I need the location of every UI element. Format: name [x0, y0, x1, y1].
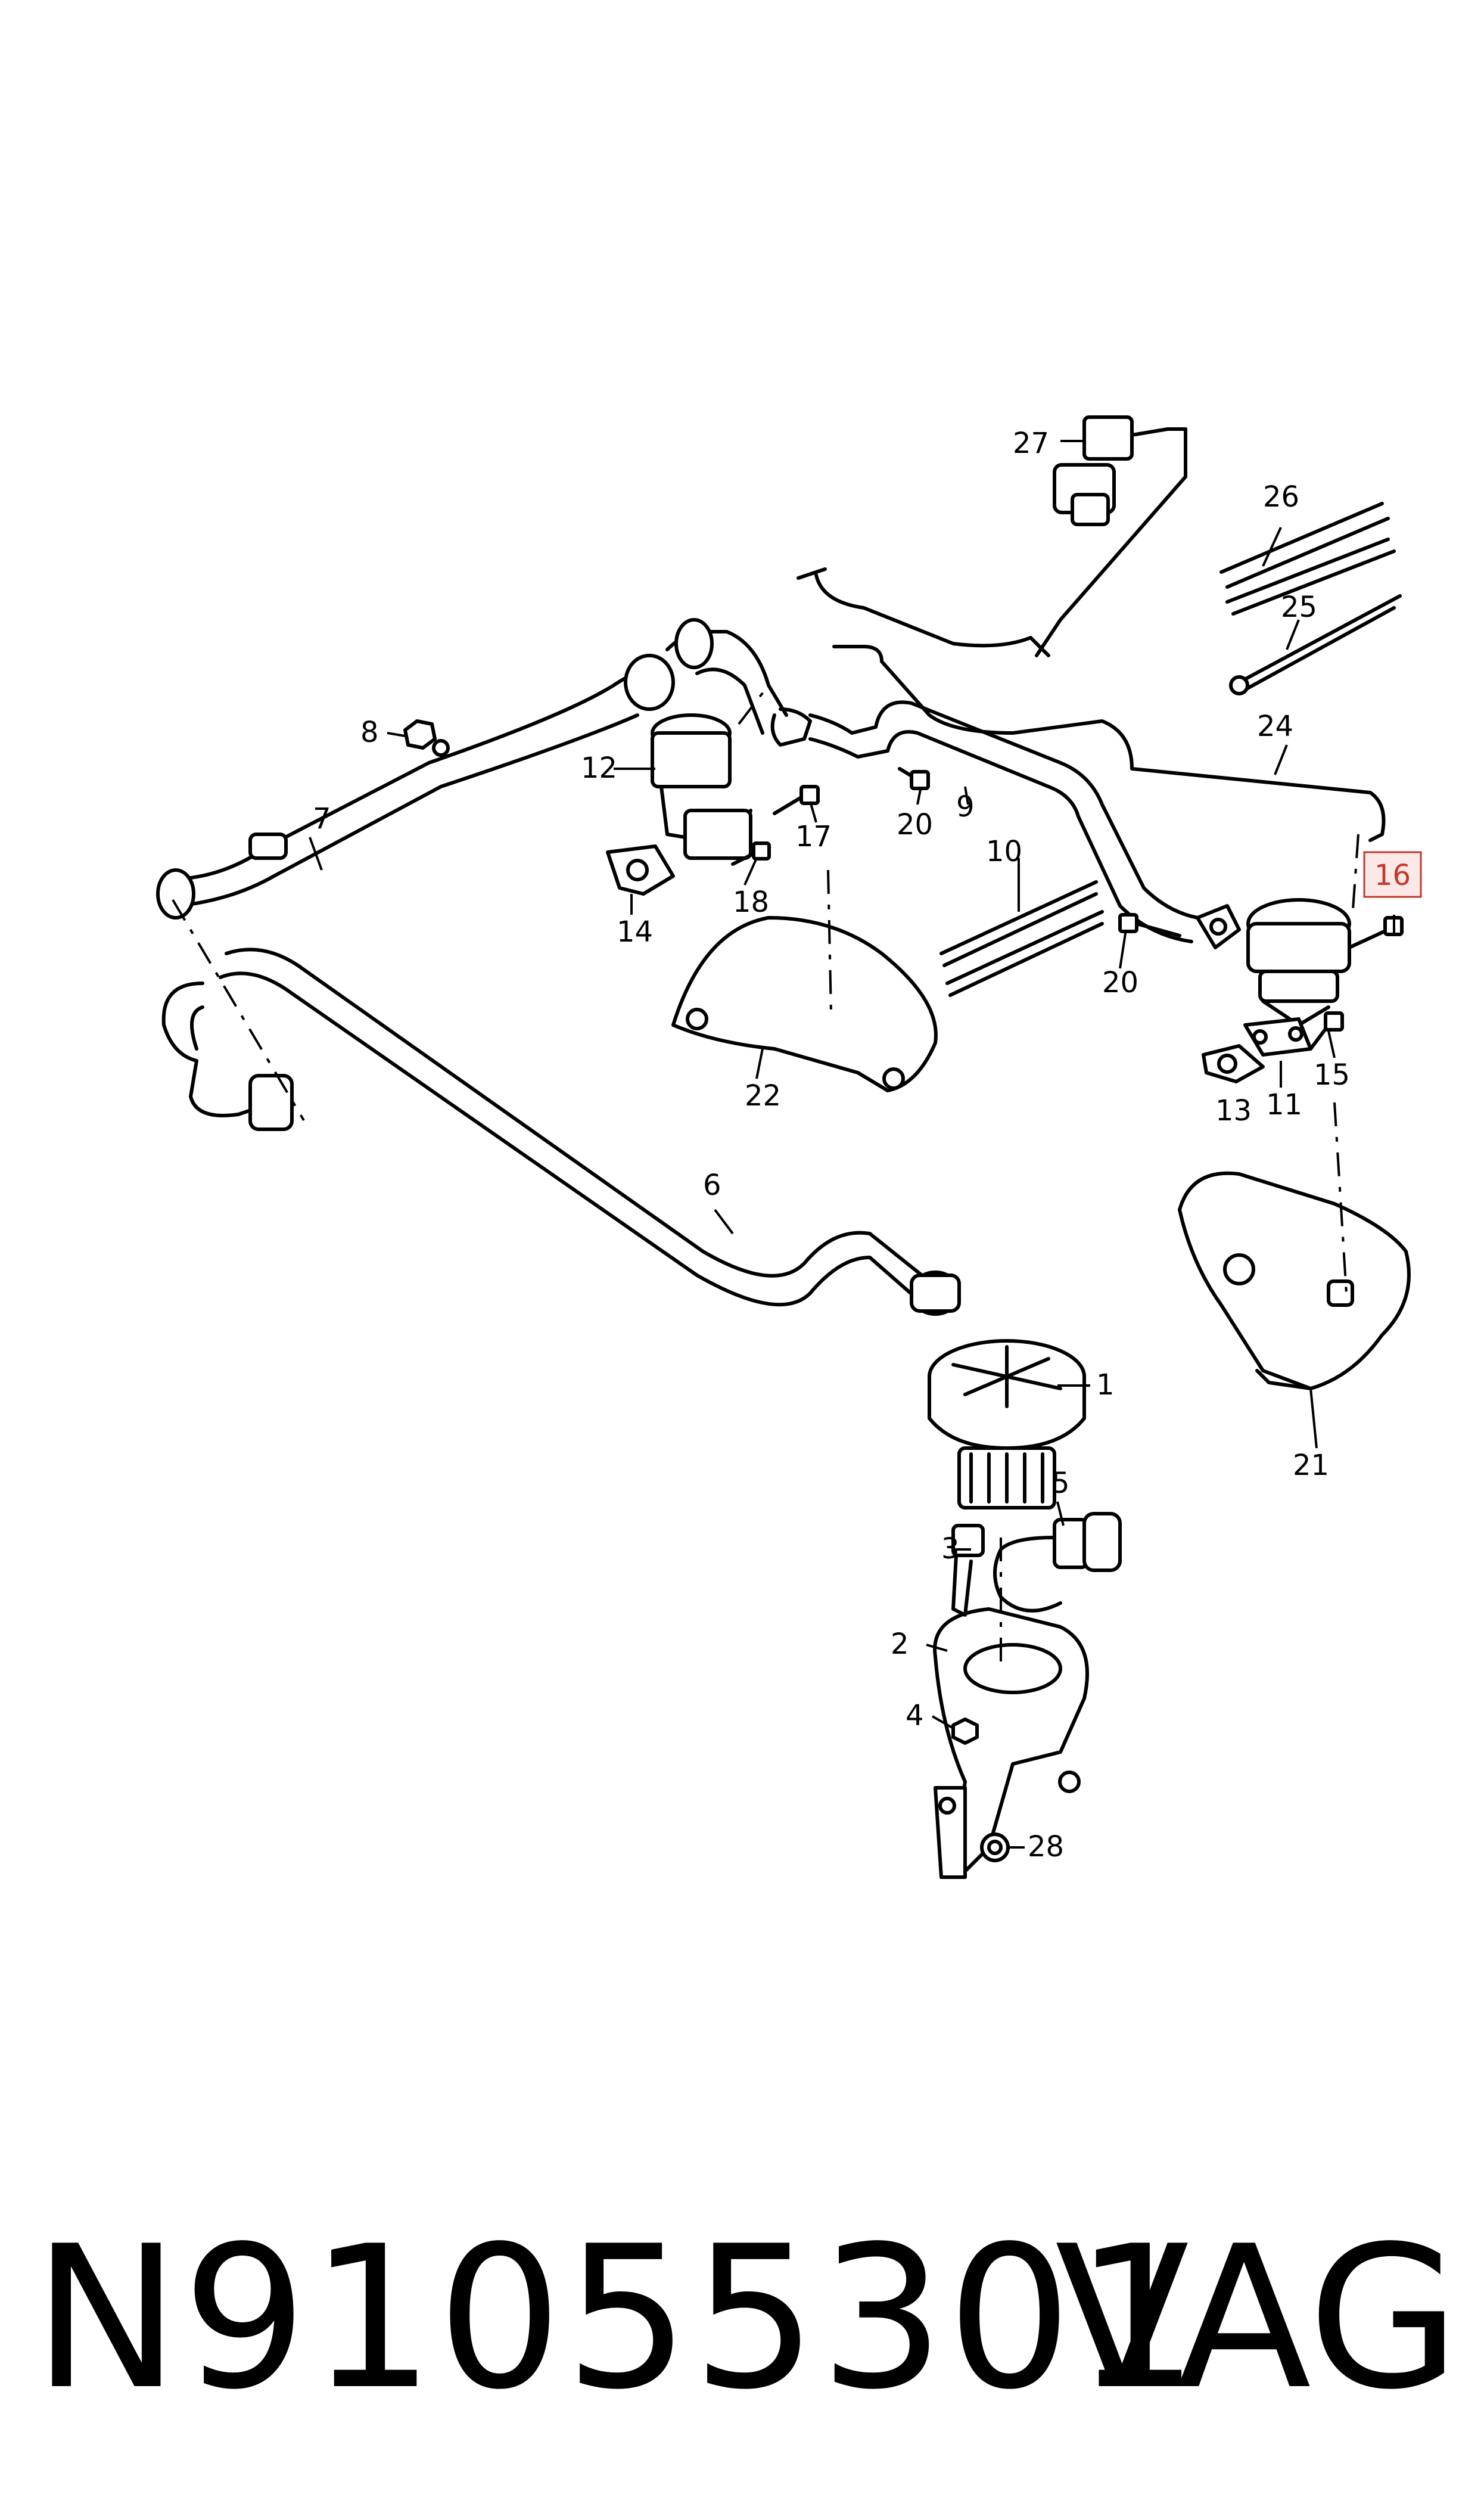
flange-right	[1196, 904, 1241, 949]
heat-shield-22	[671, 916, 938, 1092]
valve-12	[651, 713, 752, 860]
hose-7	[156, 654, 675, 920]
callout-13: 13	[1215, 1094, 1252, 1128]
alignment-line	[827, 869, 832, 1014]
callout-12: 12	[581, 751, 617, 785]
callout-27: 27	[1013, 427, 1049, 460]
combi-valve-right	[1246, 898, 1351, 1027]
cable-tie-10	[939, 880, 1104, 997]
solenoid-valve-27	[1053, 415, 1187, 526]
callout-2: 2	[891, 1627, 909, 1661]
brand-label: VAG	[1054, 2204, 1460, 2433]
nut-8	[403, 719, 450, 757]
bolt-15	[1309, 1011, 1344, 1051]
leader-lines	[309, 440, 1395, 1849]
bracket-2	[933, 1607, 1089, 1879]
callout-8: 8	[360, 716, 379, 749]
bolt-17	[773, 785, 820, 815]
callout-9: 9	[956, 790, 975, 824]
callout-28: 28	[1028, 1830, 1064, 1863]
callout-18: 18	[733, 886, 769, 919]
callout-16-highlight: 16	[1363, 851, 1422, 898]
callout-22: 22	[745, 1079, 781, 1113]
nut-4	[951, 1717, 979, 1745]
flange-11	[1243, 1017, 1312, 1057]
air-pump-1	[928, 1339, 1086, 1509]
connector-5	[993, 1512, 1122, 1613]
cable-tie-25	[1229, 594, 1402, 695]
callout-14: 14	[617, 915, 653, 949]
callout-6: 6	[703, 1169, 721, 1202]
hose-6	[161, 948, 931, 1307]
sensor-3	[951, 1524, 985, 1617]
callout-21: 21	[1293, 1449, 1329, 1482]
callout-24: 24	[1257, 710, 1293, 743]
gasket-13	[1202, 1044, 1265, 1083]
callout-15: 15	[1314, 1058, 1350, 1092]
bolt-20-right	[1118, 913, 1181, 937]
alignment-line	[738, 684, 770, 725]
callout-17: 17	[795, 820, 832, 853]
alignment-line	[1351, 834, 1359, 918]
callout-7: 7	[313, 802, 331, 835]
nut-28	[980, 1832, 1010, 1862]
callout-5: 5	[1051, 1467, 1070, 1500]
callout-10: 10	[986, 835, 1022, 868]
bolt-18	[731, 841, 771, 866]
callout-20-upper: 20	[897, 808, 933, 841]
callout-11: 11	[1266, 1088, 1302, 1122]
pipe-9	[808, 700, 1199, 943]
inlet-hose-upper	[665, 618, 812, 747]
bolt-20-upper	[898, 767, 930, 790]
footer: N91055301 VAG	[0, 2193, 1484, 2443]
gasket-14	[606, 844, 675, 896]
part-number: N91055301	[33, 2204, 1202, 2433]
callout-26: 26	[1263, 480, 1299, 514]
alignment-line	[1333, 1102, 1348, 1294]
vacuum-hose-24	[797, 427, 1386, 842]
callout-16: 16	[1374, 859, 1411, 892]
hose-6-coupling	[910, 1271, 961, 1316]
callout-25: 25	[1281, 591, 1317, 624]
callout-20-right: 20	[1102, 966, 1138, 999]
exploded-parts-diagram: 1 2 3 4 5 6 7 8 9 10 11 12 13 14 15 16 1…	[156, 415, 1422, 1879]
callout-1: 1	[1096, 1368, 1115, 1402]
alignment-line	[172, 899, 305, 1122]
cable-tie-26	[1219, 502, 1396, 616]
callout-4: 4	[906, 1699, 924, 1732]
callout-3: 3	[941, 1532, 960, 1566]
heat-shield-21	[1178, 1171, 1411, 1390]
